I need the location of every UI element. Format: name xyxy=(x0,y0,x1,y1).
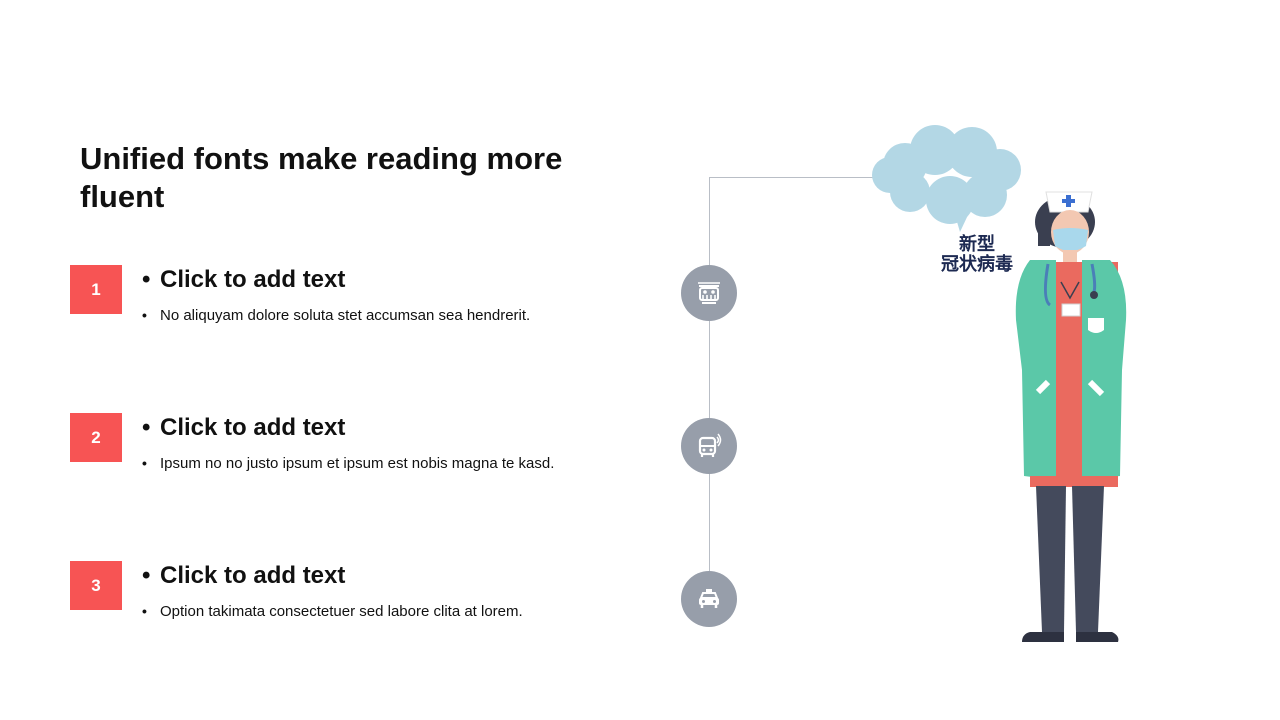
bullet: • xyxy=(142,266,151,293)
bullet: • xyxy=(142,562,151,589)
train-icon xyxy=(681,265,737,321)
item-number-badge: 1 xyxy=(70,265,122,314)
item-description[interactable]: • Option takimata consectetuer sed labore… xyxy=(142,603,523,620)
item-description[interactable]: • Ipsum no no justo ipsum et ipsum est no… xyxy=(142,455,554,472)
item-description-text: Option takimata consectetuer sed labore … xyxy=(160,603,523,620)
slide-title: Unified fonts make reading more fluent xyxy=(80,141,563,214)
item-number-badge: 2 xyxy=(70,413,122,462)
doctor-figure xyxy=(1015,191,1127,642)
item-description[interactable]: • No aliquyam dolore soluta stet accumsan… xyxy=(142,307,530,324)
bubble-text: 新型 冠状病毒 xyxy=(934,235,1020,275)
item-heading[interactable]: • Click to add text xyxy=(142,266,345,294)
taxi-icon xyxy=(681,571,737,627)
doctor-illustration xyxy=(860,120,1160,655)
bullet: • xyxy=(142,603,147,619)
item-description-text: Ipsum no no justo ipsum et ipsum est nob… xyxy=(160,455,555,472)
bus-icon xyxy=(681,418,737,474)
bullet: • xyxy=(142,455,147,471)
item-description-text: No aliquyam dolore soluta stet accumsan … xyxy=(160,307,531,324)
item-heading-text: Click to add text xyxy=(160,414,346,441)
item-heading[interactable]: • Click to add text xyxy=(142,414,345,442)
bubble-text-line2: 冠状病毒 xyxy=(941,254,1013,275)
bubble-connector xyxy=(709,177,879,178)
bullet: • xyxy=(142,414,151,441)
item-heading[interactable]: • Click to add text xyxy=(142,562,345,590)
bubble-text-line1: 新型 xyxy=(959,234,995,255)
bullet: • xyxy=(142,307,147,323)
item-number-badge: 3 xyxy=(70,561,122,610)
speech-bubble xyxy=(872,125,1021,232)
item-heading-text: Click to add text xyxy=(160,266,346,293)
timeline-connector xyxy=(709,177,710,572)
item-heading-text: Click to add text xyxy=(160,562,346,589)
